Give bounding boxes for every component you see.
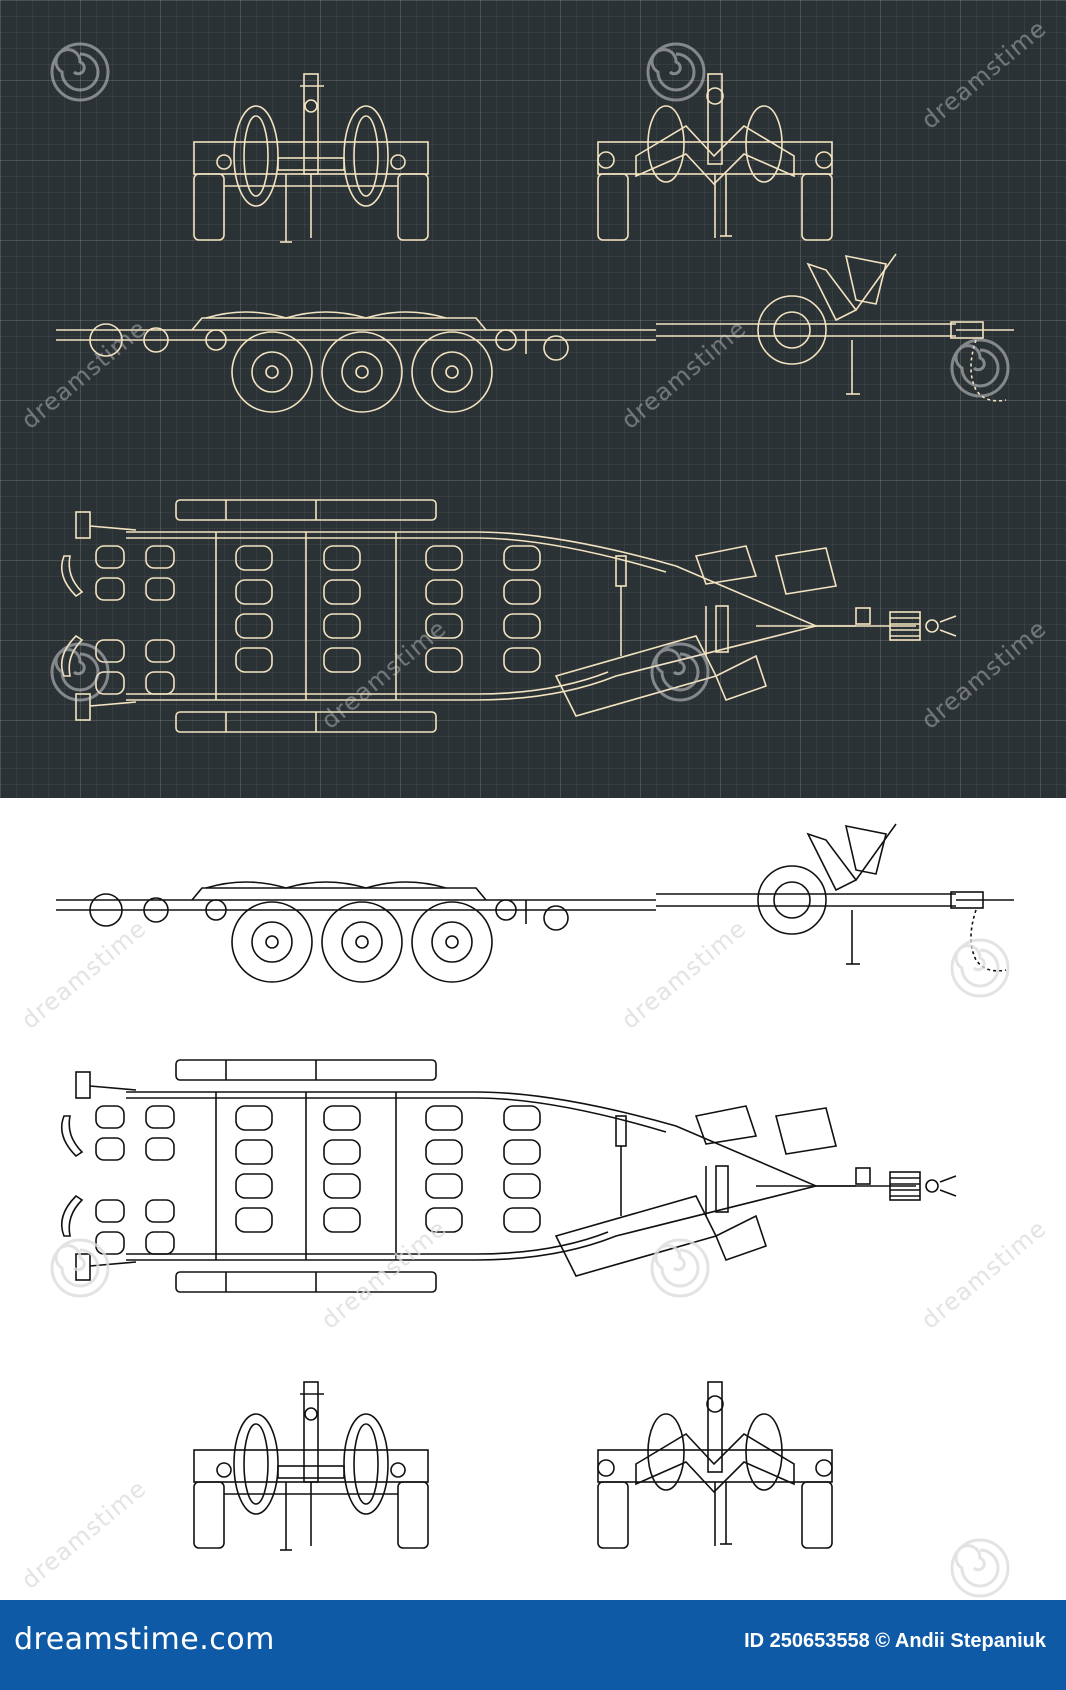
light-panel-drawings	[55, 823, 1015, 1551]
top-view-dark	[60, 499, 957, 733]
watermark-text: dreamstime	[16, 914, 152, 1035]
watermark-swirl-icon	[646, 42, 706, 102]
watermark-swirl-icon	[650, 642, 710, 702]
side-view-dark	[55, 253, 1015, 413]
footer-bar: dreamstime.com ID 250653558 © Andii Step…	[0, 1600, 1066, 1690]
footer-credits: ID 250653558 © Andii Stepaniuk	[744, 1630, 1046, 1653]
watermark-text: dreamstime	[616, 914, 752, 1035]
watermark-swirl-icon	[50, 1238, 110, 1298]
watermark-swirl-icon	[50, 642, 110, 702]
watermark-text: dreamstime	[16, 1474, 152, 1595]
watermark-swirls-light	[50, 938, 1010, 1598]
watermark-text: dreamstime	[616, 314, 752, 435]
image-id: ID 250653558	[744, 1630, 870, 1652]
footer-brand-logo[interactable]: dreamstime.com	[14, 1622, 275, 1657]
dark-blueprint-panel	[0, 0, 1066, 798]
watermark-text: dreamstime	[916, 1214, 1052, 1335]
side-view-light	[55, 823, 1015, 983]
rear-view-dark	[193, 73, 429, 243]
watermark-swirl-icon	[650, 1238, 710, 1298]
top-view-light	[60, 1059, 957, 1293]
watermark-swirl-icon	[50, 42, 110, 102]
watermark-text: dreamstime	[916, 14, 1052, 135]
watermark-text: dreamstime	[916, 614, 1052, 735]
dark-panel-drawings	[55, 73, 1015, 733]
front-view-light	[597, 1381, 833, 1549]
watermark-swirl-icon	[950, 338, 1010, 398]
watermark-swirl-icon	[950, 1538, 1010, 1598]
trailer-drawings: dreamstime dreamstime dreamstime dreamst…	[16, 14, 1052, 1598]
front-view-dark	[597, 73, 833, 241]
author-name[interactable]: Andii Stepaniuk	[894, 1630, 1046, 1652]
watermark-text: dreamstime	[316, 614, 452, 735]
rear-view-light	[193, 1381, 429, 1551]
copyright-symbol: ©	[875, 1630, 891, 1652]
watermark-swirl-icon	[950, 938, 1010, 998]
watermark-text: dreamstime	[16, 314, 152, 435]
light-blueprint-panel	[0, 798, 1066, 1600]
